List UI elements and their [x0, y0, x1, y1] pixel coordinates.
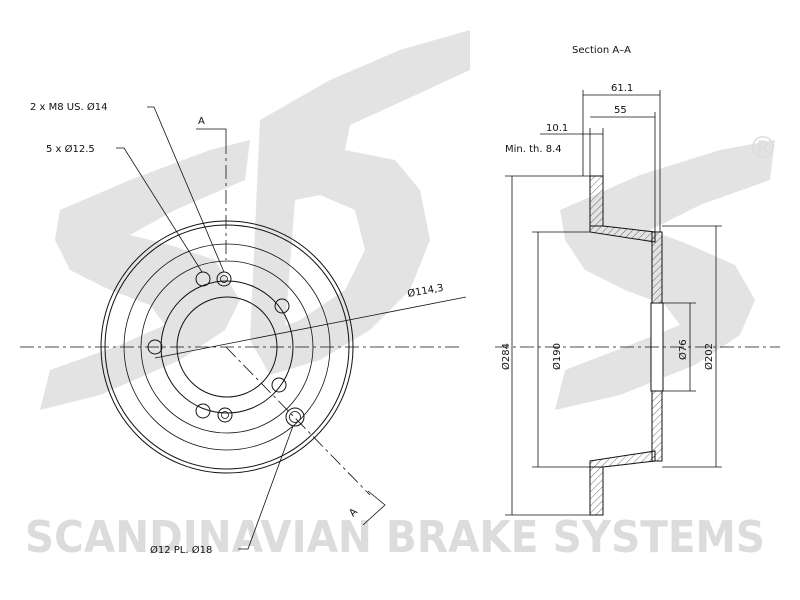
section-marker-bottom-line — [362, 490, 386, 526]
hat-outer — [140, 260, 314, 434]
pcd-dimension-line — [154, 296, 467, 359]
section-title: Section A–A — [572, 45, 631, 56]
thread-hole-top-inner — [220, 275, 228, 283]
dim-overall-width: 61.1 — [611, 83, 633, 94]
min-thickness: Min. th. 8.4 — [505, 144, 562, 155]
locating-hole — [285, 407, 305, 427]
thread-hole-bottom — [217, 407, 233, 423]
callout-threads: 2 x M8 US. Ø14 — [30, 101, 107, 113]
bolt-hole-5 — [195, 403, 211, 419]
section-marker-top: A — [198, 116, 205, 127]
dia-outer: Ø284 — [500, 343, 512, 370]
thread-hole-bottom-inner — [221, 411, 229, 419]
bolt-hole-4 — [271, 377, 287, 393]
callout-holes-leader — [116, 147, 203, 273]
disc-outer-edge-inner — [104, 224, 350, 470]
callout-bottom: Ø12 PL. Ø18 — [150, 544, 212, 556]
locating-hole-inner — [289, 411, 301, 423]
disc-outer-edge — [100, 220, 354, 474]
bolt-hole-3 — [147, 339, 163, 355]
dim-hat-height: 55 — [614, 105, 627, 116]
dia-center-bore: Ø76 — [677, 339, 689, 360]
bolt-hole-2 — [274, 298, 290, 314]
hat-wall-bottom — [589, 450, 656, 468]
registered-mark: ® — [748, 131, 778, 166]
sbs-logo-watermark — [40, 30, 775, 410]
callout-bottom-leader — [238, 425, 294, 550]
friction-ring-top — [589, 175, 604, 227]
dia-friction-inner: Ø190 — [551, 343, 563, 370]
friction-ring-inner — [123, 243, 331, 451]
section-view: Section A–A 61.1 55 10.1 — [495, 45, 780, 516]
friction-ring-bottom — [589, 466, 604, 516]
section-marker-top-line — [196, 128, 227, 140]
callout-threads-leader — [147, 106, 225, 273]
dim-thickness: 10.1 — [546, 123, 568, 134]
front-centerline-diagonal — [225, 346, 371, 496]
company-name-watermark: SCANDINAVIAN BRAKE SYSTEMS — [25, 512, 765, 563]
callout-holes: 5 x Ø12.5 — [46, 143, 95, 155]
center-bore — [176, 296, 278, 398]
dia-hat: Ø202 — [703, 343, 715, 370]
bolt-hole-1 — [195, 271, 211, 287]
